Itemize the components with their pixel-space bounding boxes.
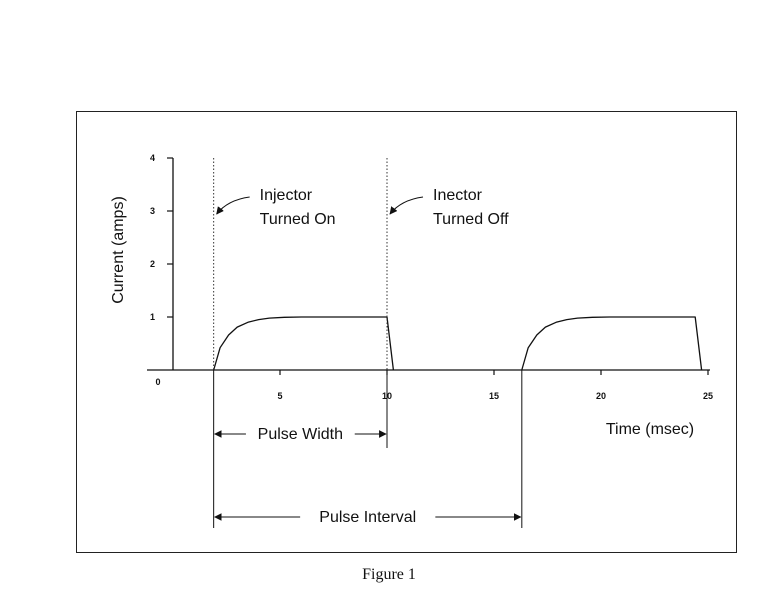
x-tick-label: 25	[703, 391, 713, 401]
x-tick-label: 15	[489, 391, 499, 401]
y-axis-label: Current (amps)	[110, 196, 127, 304]
y-tick-label: 4	[150, 153, 155, 163]
marker-label: Injector	[260, 187, 313, 204]
origin-label: 0	[155, 377, 160, 387]
figure-caption: Figure 1	[362, 566, 416, 583]
x-axis-label: Time (msec)	[606, 421, 694, 438]
y-tick-label: 2	[150, 259, 155, 269]
marker-label: Inector	[433, 187, 483, 204]
pulse-series-1	[213, 316, 395, 371]
y-tick-label: 3	[150, 206, 155, 216]
marker-label: Turned On	[260, 211, 336, 228]
marker-arrow	[216, 196, 250, 215]
marker-arrow	[389, 196, 424, 215]
marker-label: Turned Off	[433, 211, 509, 228]
span-label: Pulse Width	[258, 426, 343, 443]
pulse-series-2	[521, 316, 703, 371]
figure-frame	[76, 111, 737, 553]
span-label: Pulse Interval	[319, 509, 416, 526]
y-tick-label: 1	[150, 312, 155, 322]
x-tick-label: 20	[596, 391, 606, 401]
x-tick-label: 5	[277, 391, 282, 401]
